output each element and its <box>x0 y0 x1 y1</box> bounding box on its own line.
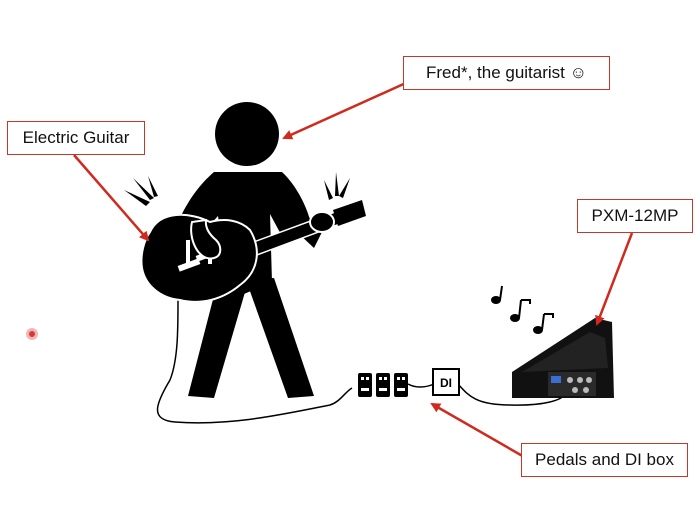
arrow-guitar <box>73 154 150 242</box>
arrow-guitarist <box>282 80 409 140</box>
monitor-callout: PXM-12MP <box>577 199 693 233</box>
guitarist-left-leg <box>188 280 248 398</box>
monitor-front-grille <box>522 332 608 372</box>
cursor-icon <box>26 328 38 340</box>
guitar-headstock <box>333 200 366 226</box>
guitarist-fretting-hand <box>309 211 335 233</box>
guitarist-left-arm <box>190 218 222 260</box>
guitar-pickup-3 <box>186 240 190 264</box>
guitar-cable <box>156 299 353 424</box>
pedal-icon <box>358 373 372 397</box>
pedals-callout-label: Pedals and DI box <box>535 450 674 469</box>
pedal-icon <box>376 373 390 397</box>
guitarist-callout-label: Fred*, the guitarist ☺ <box>426 63 587 82</box>
arrow-monitor <box>595 232 634 326</box>
arrow-pedals <box>430 402 527 460</box>
pedal-to-di-cable <box>407 383 435 388</box>
motion-marks-right-icon <box>324 172 350 200</box>
pedal-icon <box>394 373 408 397</box>
electric-guitar-icon <box>140 200 366 303</box>
music-notes-icon <box>491 285 554 334</box>
monitor-callout-label: PXM-12MP <box>591 206 679 225</box>
guitar-pickup-1 <box>177 258 201 272</box>
callout-arrows <box>73 80 634 460</box>
pedals-group <box>358 373 408 397</box>
di-box-label: DI <box>440 376 452 390</box>
guitarist-head <box>215 102 279 166</box>
guitarist-right-leg <box>246 278 314 398</box>
di-box-icon: DI <box>432 368 460 396</box>
stage-monitor-icon <box>512 318 614 398</box>
guitarist-callout: Fred*, the guitarist ☺ <box>403 56 610 90</box>
guitar-callout: Electric Guitar <box>7 121 145 155</box>
pedals-callout: Pedals and DI box <box>521 443 688 477</box>
guitar-callout-label: Electric Guitar <box>22 128 130 147</box>
monitor-panel <box>548 372 596 396</box>
motion-marks-left-icon <box>124 176 158 206</box>
